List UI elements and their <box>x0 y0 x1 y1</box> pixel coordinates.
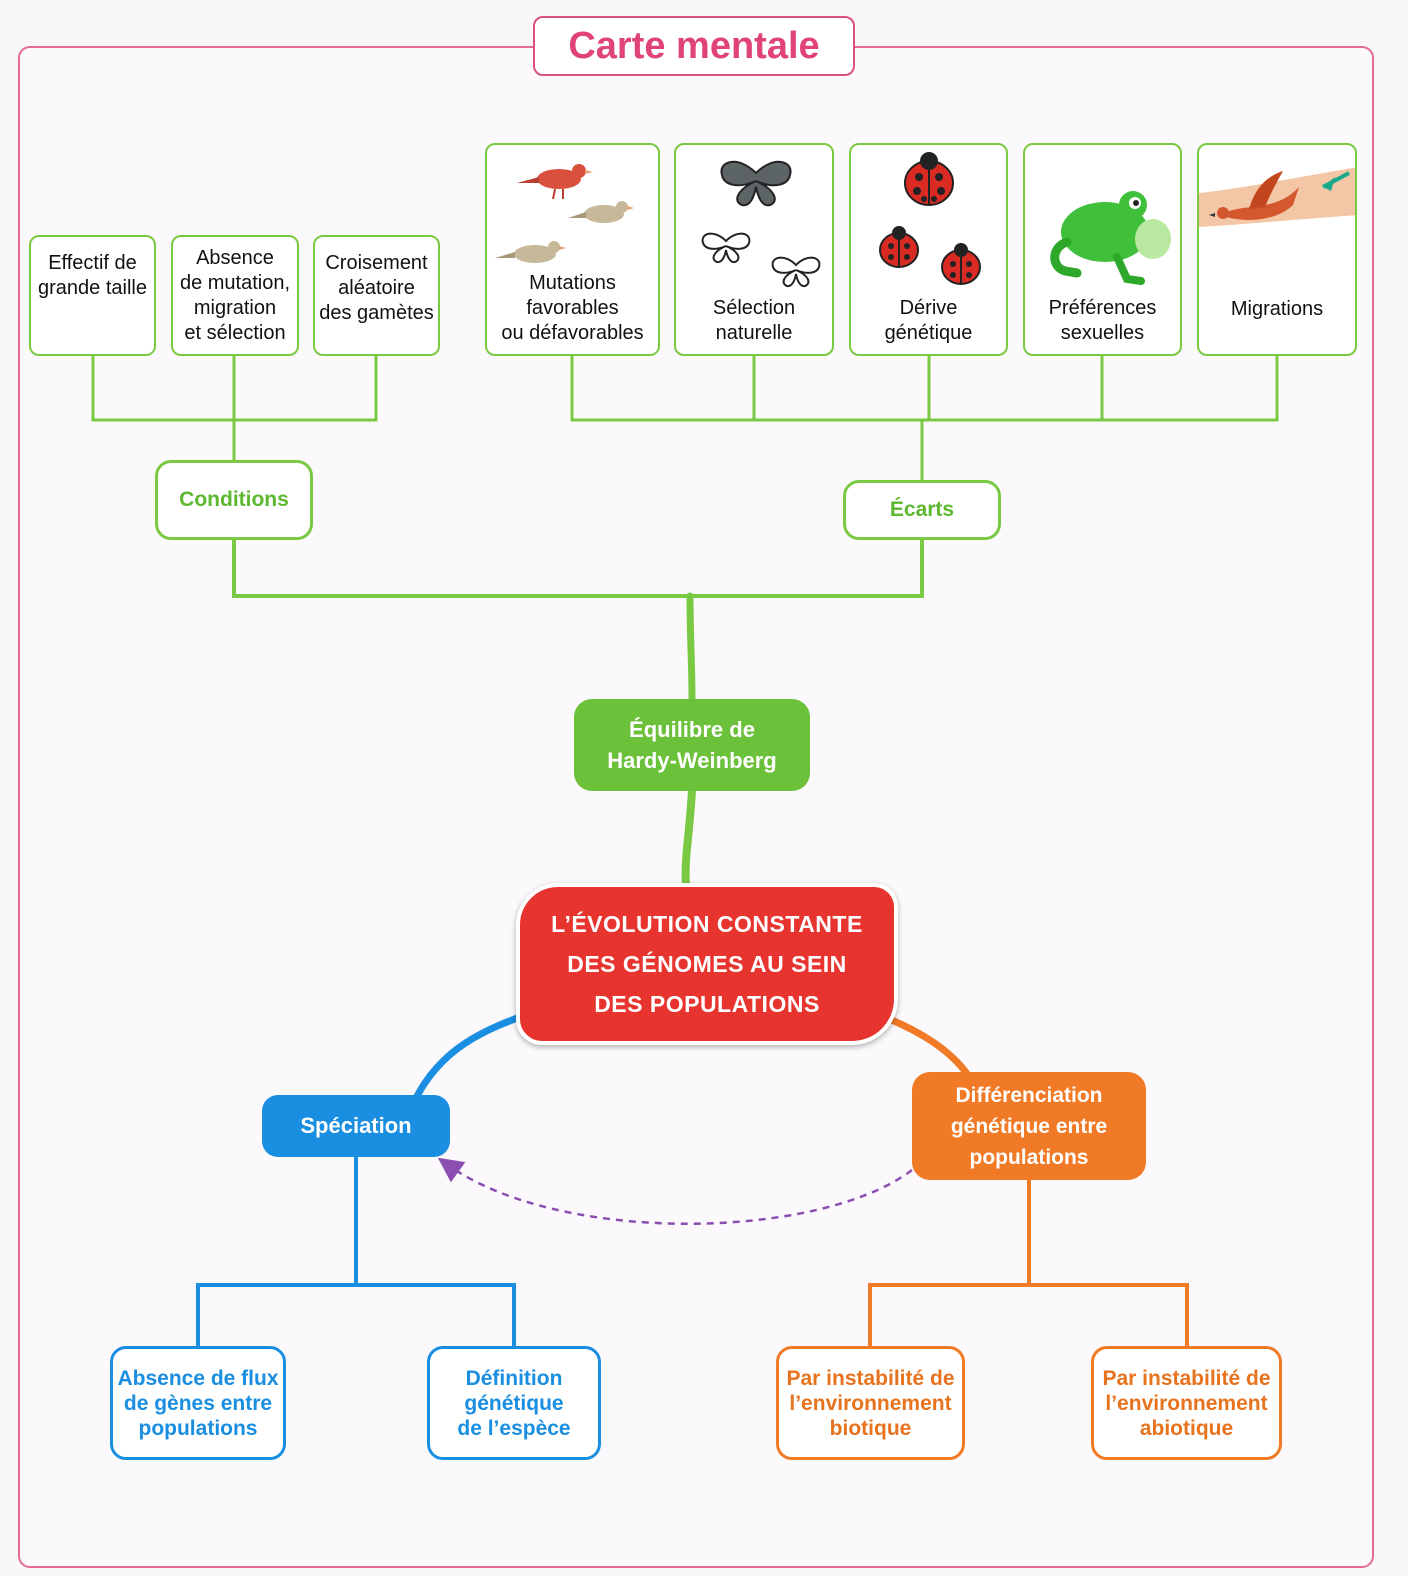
frog-icon <box>1050 191 1171 285</box>
butterflies-icon <box>701 161 821 288</box>
birds-icon <box>495 164 634 263</box>
page-title: Carte mentale <box>533 16 855 76</box>
migrating-bird-icon <box>1199 167 1355 227</box>
ecarts-label: Écarts <box>843 480 1001 540</box>
ecart-box-migrations: Migrations <box>1197 143 1357 356</box>
conditions-connector <box>91 356 378 460</box>
ecarts-connector <box>570 356 1279 480</box>
speciation-node: Spéciation <box>262 1095 450 1157</box>
feedback-arrow <box>437 1157 913 1225</box>
hardy-connector <box>232 540 924 598</box>
ladybugs-icon <box>879 152 981 285</box>
conditions-label: Conditions <box>155 460 313 540</box>
